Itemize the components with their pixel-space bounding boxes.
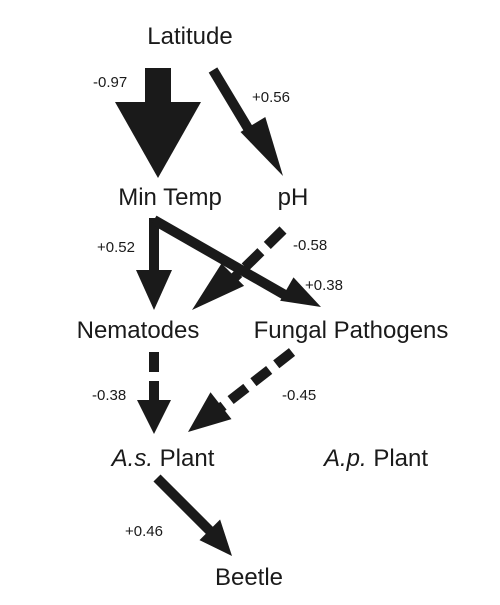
node-ph: pH <box>278 184 309 211</box>
coefficient-min-temp-to-fungal-pathogens: +0.38 <box>305 277 343 294</box>
node-fungal-pathogens: Fungal Pathogens <box>254 317 449 344</box>
nodes: Latitude Min Temp pH Nematodes Fungal Pa… <box>77 23 449 591</box>
node-min-temp: Min Temp <box>118 184 222 211</box>
as-plant-suffix: Plant <box>153 445 215 472</box>
coefficient-ph-to-nematodes: -0.58 <box>293 237 327 254</box>
arrow-nematodes-to-as-plant <box>137 352 171 434</box>
coefficient-as-plant-to-beetle: +0.46 <box>125 523 163 540</box>
arrow-as-plant-to-beetle <box>153 474 232 556</box>
node-beetle: Beetle <box>215 564 283 591</box>
arrows <box>115 67 321 556</box>
coefficient-min-temp-to-nematodes: +0.52 <box>97 239 135 256</box>
coefficient-latitude-to-ph: +0.56 <box>252 89 290 106</box>
arrow-fungal-pathogens-to-as-plant <box>188 348 296 432</box>
coefficient-nematodes-to-as-plant: -0.38 <box>92 387 126 404</box>
as-plant-species: A.s. <box>110 445 153 472</box>
coefficient-fungal-pathogens-to-as-plant: -0.45 <box>282 387 316 404</box>
arrow-min-temp-to-fungal-pathogens <box>151 215 321 307</box>
arrow-min-temp-to-nematodes <box>136 218 172 310</box>
node-ap-plant: A.p. Plant <box>322 445 428 472</box>
arrow-latitude-to-ph <box>208 67 283 176</box>
node-as-plant: A.s. Plant <box>110 445 215 472</box>
ap-plant-suffix: Plant <box>367 445 429 472</box>
arrow-ph-to-nematodes <box>192 226 287 310</box>
coefficient-latitude-to-min-temp: -0.97 <box>93 74 127 91</box>
ap-plant-species: A.p. <box>322 445 367 472</box>
arrow-latitude-to-min-temp <box>115 68 201 178</box>
node-latitude: Latitude <box>147 23 232 50</box>
node-nematodes: Nematodes <box>77 317 200 344</box>
coefficients: -0.97 +0.56 +0.52 -0.58 +0.38 -0.38 -0.4… <box>92 74 343 540</box>
